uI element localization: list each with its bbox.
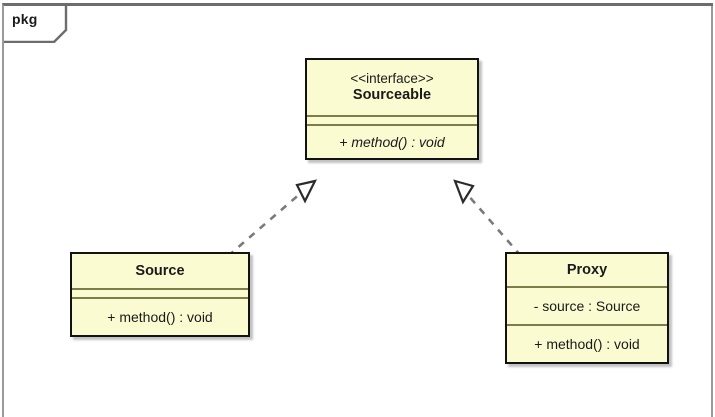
proxy-name: Proxy [566, 261, 608, 278]
package-label: pkg [12, 11, 38, 27]
package-frame-top-border [70, 3, 713, 6]
sourceable-attributes-compartment [307, 115, 477, 124]
sourceable-stereotype: <<interface>> [350, 71, 434, 87]
proxy-operation-0: + method() : void [534, 335, 640, 352]
uml-class-source[interactable]: Source + method() : void [70, 252, 250, 337]
uml-class-sourceable[interactable]: <<interface>> Sourceable + method() : vo… [305, 58, 479, 160]
sourceable-operation-0: + method() : void [339, 133, 445, 150]
source-operations-compartment: + method() : void [72, 297, 248, 335]
package-frame [2, 3, 713, 417]
source-operation-0: + method() : void [107, 308, 213, 325]
uml-class-proxy[interactable]: Proxy - source : Source + method() : voi… [505, 252, 669, 364]
proxy-operations-compartment: + method() : void [507, 324, 667, 362]
proxy-attributes-compartment: - source : Source [507, 286, 667, 324]
sourceable-name: Sourceable [352, 86, 432, 103]
sourceable-operations-compartment: + method() : void [307, 124, 477, 158]
source-name-compartment: Source [72, 254, 248, 288]
sourceable-name-compartment: <<interface>> Sourceable [307, 60, 477, 115]
source-name: Source [135, 262, 185, 279]
source-attributes-compartment [72, 288, 248, 297]
proxy-attribute-0: - source : Source [533, 297, 641, 314]
proxy-name-compartment: Proxy [507, 254, 667, 286]
